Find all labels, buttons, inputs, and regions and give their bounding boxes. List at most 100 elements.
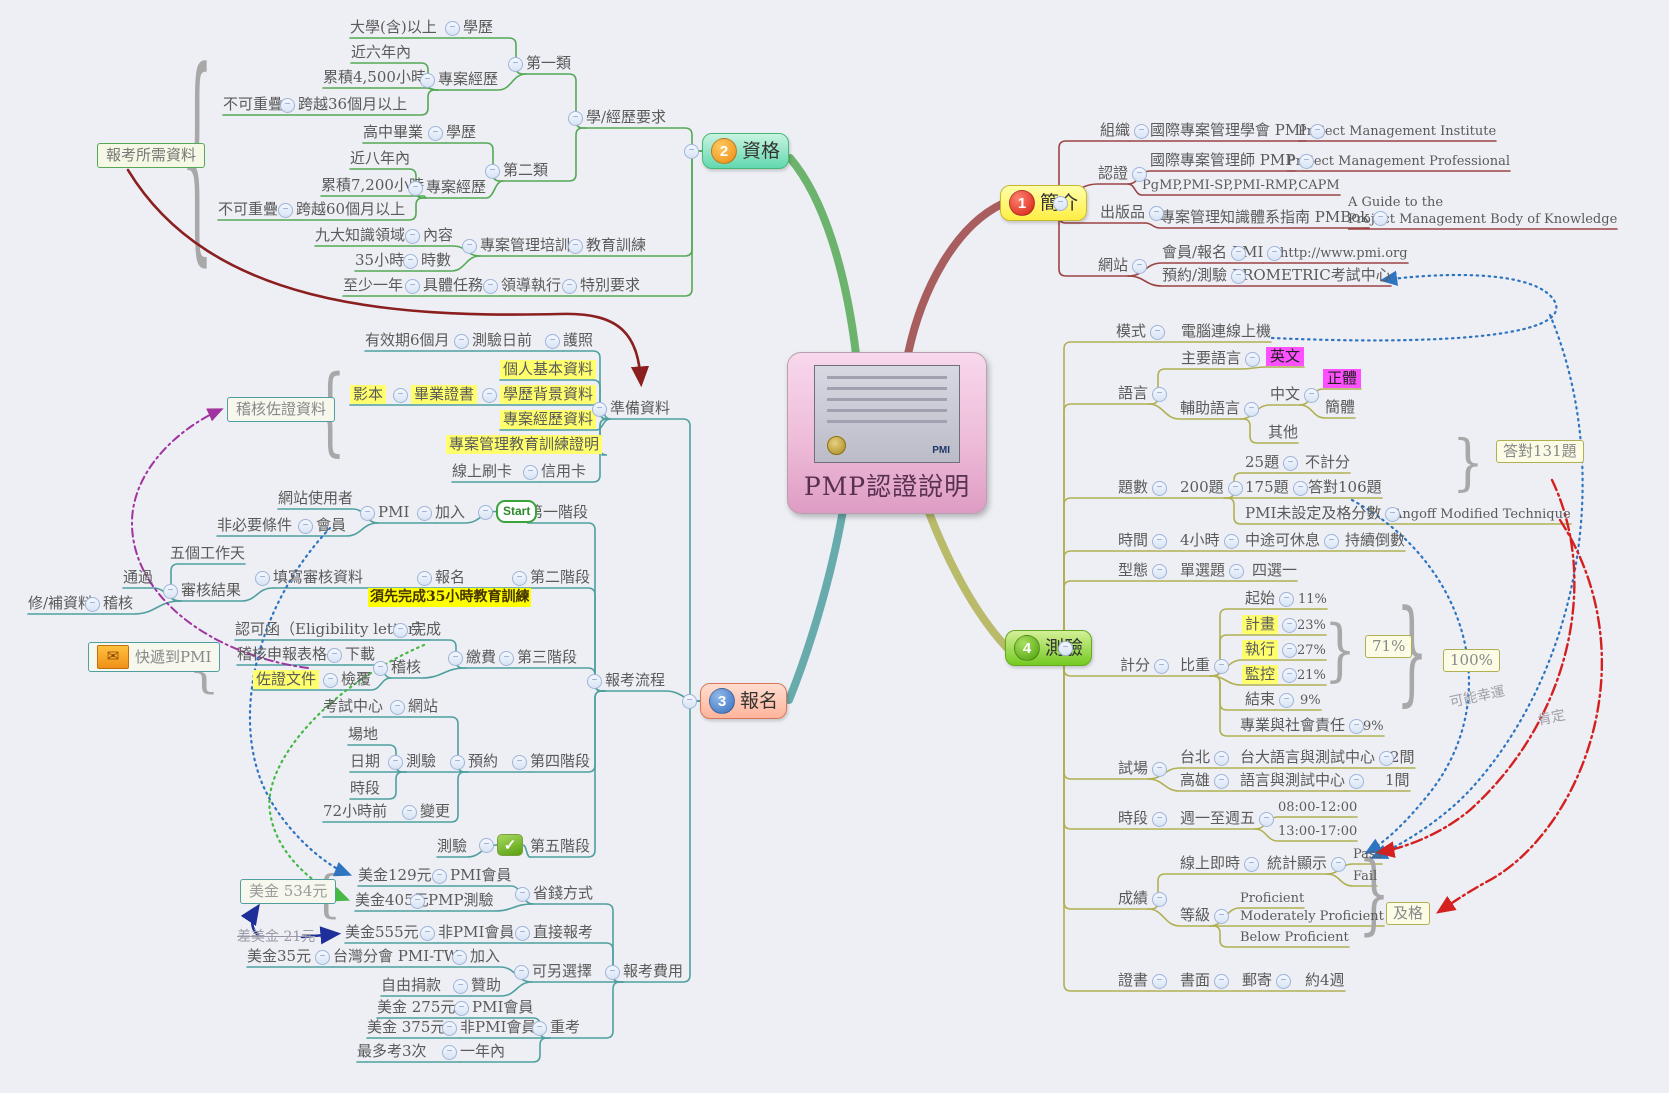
topic-weeks4[interactable]: 約4週 bbox=[1305, 971, 1345, 989]
topic-below-proficient[interactable]: Below Proficient bbox=[1240, 930, 1349, 945]
topic-change[interactable]: 變更 bbox=[420, 802, 451, 820]
topic-web-member[interactable]: 會員/報名 bbox=[1162, 243, 1228, 261]
collapse-button[interactable]: − bbox=[1149, 205, 1164, 221]
collapse-button[interactable]: − bbox=[545, 333, 560, 349]
collapse-button[interactable]: − bbox=[298, 518, 313, 534]
topic-scoring[interactable]: 計分 bbox=[1120, 656, 1151, 674]
topic-c2-60m[interactable]: 跨越60個月以上 bbox=[296, 200, 406, 218]
topic-stage4[interactable]: 第四階段 bbox=[530, 752, 591, 770]
collapse-button[interactable]: − bbox=[1282, 642, 1297, 658]
collapse-button[interactable]: − bbox=[1244, 401, 1259, 417]
topic-retake[interactable]: 重考 bbox=[550, 1018, 581, 1036]
topic-monitoring[interactable]: 監控 bbox=[1242, 665, 1279, 684]
collapse-button[interactable]: − bbox=[327, 647, 342, 663]
collapse-button[interactable]: − bbox=[684, 144, 699, 159]
topic-language[interactable]: 語言 bbox=[1118, 384, 1149, 402]
topic-c2-high[interactable]: 高中畢業 bbox=[363, 123, 424, 141]
collapse-button[interactable]: − bbox=[1379, 750, 1394, 766]
collapse-button[interactable]: − bbox=[1310, 123, 1325, 139]
collapse-button[interactable]: − bbox=[405, 228, 420, 244]
collapse-button[interactable]: − bbox=[1152, 533, 1167, 549]
collapse-button[interactable]: − bbox=[408, 180, 423, 196]
collapse-button[interactable]: − bbox=[512, 570, 527, 586]
collapse-button[interactable]: − bbox=[452, 949, 467, 965]
topic-audit-b[interactable]: 稽核 bbox=[391, 658, 422, 676]
topic-web-url[interactable]: http://www.pmi.org bbox=[1280, 246, 1408, 261]
collapse-button[interactable]: − bbox=[403, 253, 418, 269]
central-topic[interactable]: PMI PMP認證說明 bbox=[787, 352, 987, 514]
collapse-button[interactable]: − bbox=[278, 202, 293, 218]
topic-class1[interactable]: 第一類 bbox=[526, 54, 572, 72]
collapse-button[interactable]: − bbox=[255, 570, 270, 586]
topic-certificate[interactable]: 證書 bbox=[1118, 971, 1149, 989]
collapse-button[interactable]: − bbox=[568, 110, 583, 126]
collapse-button[interactable]: − bbox=[450, 754, 465, 770]
topic-cert-pmp-en[interactable]: Project Management Professional bbox=[1287, 154, 1510, 169]
topic-traditional[interactable]: 正體 bbox=[1323, 369, 1362, 388]
topic-hours-72[interactable]: 72小時前 bbox=[323, 802, 388, 820]
topic-evidence[interactable]: 佐證文件 bbox=[253, 670, 320, 689]
topic-ntu-center[interactable]: 台大語言與測試中心 bbox=[1240, 748, 1376, 766]
topic-booking[interactable]: 預約 bbox=[468, 752, 499, 770]
topic-valid-6m[interactable]: 有效期6個月 bbox=[365, 331, 450, 349]
topic-not-scored[interactable]: 不計分 bbox=[1305, 453, 1351, 471]
topic-member[interactable]: 會員 bbox=[316, 516, 347, 534]
topic-c1-36m[interactable]: 跨越36個月以上 bbox=[298, 95, 408, 113]
topic-c1-exp[interactable]: 專案經歷 bbox=[438, 70, 499, 88]
topic-w9b[interactable]: 9% bbox=[1363, 719, 1384, 734]
topic-stage2[interactable]: 第二階段 bbox=[530, 568, 591, 586]
topic-rooms2[interactable]: 2間 bbox=[1390, 748, 1415, 766]
topic-q200[interactable]: 200題 bbox=[1180, 478, 1224, 496]
collapse-button[interactable]: − bbox=[1214, 973, 1229, 989]
collapse-button[interactable]: − bbox=[1299, 153, 1314, 169]
topic-taipei[interactable]: 台北 bbox=[1180, 748, 1211, 766]
topic-audit-form[interactable]: 稽核申報表格 bbox=[237, 645, 328, 663]
topic-max3[interactable]: 最多考3次 bbox=[357, 1042, 427, 1060]
topic-no-pass-score[interactable]: PMI未設定及格分數 bbox=[1245, 504, 1382, 522]
collapse-button[interactable]: − bbox=[482, 387, 497, 403]
topic-mail[interactable]: 郵寄 bbox=[1242, 971, 1273, 989]
topic-donation[interactable]: 自由捐款 bbox=[381, 976, 442, 994]
collapse-button[interactable]: − bbox=[478, 504, 493, 520]
topic-weekdays[interactable]: 週一至週五 bbox=[1180, 809, 1256, 827]
topic-edu-bg[interactable]: 學歷背景資料 bbox=[500, 385, 597, 404]
collapse-button[interactable]: − bbox=[587, 673, 602, 689]
collapse-button[interactable]: − bbox=[1214, 750, 1229, 766]
topic-c1-4500[interactable]: 累積4,500小時 bbox=[323, 68, 426, 86]
topic-timeslot[interactable]: 時段 bbox=[350, 779, 381, 797]
topic-other-lang[interactable]: 其他 bbox=[1268, 423, 1299, 441]
topic-non-member-a[interactable]: 非PMI會員 bbox=[438, 923, 515, 941]
topic-closing[interactable]: 結束 bbox=[1245, 690, 1276, 708]
topic-website-b[interactable]: 網站 bbox=[408, 697, 439, 715]
collapse-button[interactable]: − bbox=[605, 964, 620, 980]
topic-express-pmi[interactable]: ✉快遞到PMI bbox=[88, 642, 221, 672]
topic-site-user[interactable]: 網站使用者 bbox=[278, 489, 354, 507]
topic-usd35[interactable]: 美金35元 bbox=[247, 947, 312, 965]
topic-fix-docs[interactable]: 修/補資料 bbox=[28, 594, 94, 612]
topic-simplified[interactable]: 簡體 bbox=[1325, 398, 1356, 416]
collapse-button[interactable]: − bbox=[442, 1044, 457, 1060]
topic-nine-domains[interactable]: 九大知識領域 bbox=[315, 226, 406, 244]
collapse-button[interactable]: − bbox=[410, 893, 425, 909]
collapse-button[interactable]: − bbox=[1150, 324, 1165, 340]
topic-leadership[interactable]: 領導執行 bbox=[501, 276, 562, 294]
topic-countdown[interactable]: 持續倒數 bbox=[1345, 531, 1406, 549]
collapse-button[interactable]: − bbox=[1228, 480, 1243, 496]
topic-aux-lang[interactable]: 輔助語言 bbox=[1180, 399, 1241, 417]
topic-score[interactable]: 成績 bbox=[1118, 889, 1149, 907]
topic-online-pay[interactable]: 線上刷卡 bbox=[452, 462, 513, 480]
topic-non-member-b[interactable]: 非PMI會員 bbox=[460, 1018, 537, 1036]
topic-c1-college[interactable]: 大學(含)以上 bbox=[350, 18, 437, 36]
collapse-button[interactable]: − bbox=[1152, 811, 1167, 827]
collapse-button[interactable]: − bbox=[508, 56, 523, 72]
collapse-button[interactable]: − bbox=[1053, 196, 1068, 211]
topic-pmitw[interactable]: 台灣分會 PMI-TW bbox=[333, 947, 460, 965]
topic-sponsor[interactable]: 贊助 bbox=[471, 976, 502, 994]
topic-diff21[interactable]: 差美金 21元 bbox=[237, 929, 316, 945]
topic-save-money[interactable]: 省錢方式 bbox=[533, 884, 594, 902]
collapse-button[interactable]: − bbox=[454, 1000, 469, 1016]
collapse-button[interactable]: − bbox=[1231, 245, 1246, 261]
topic-pmi-member-b[interactable]: PMI會員 bbox=[472, 998, 534, 1016]
collapse-button[interactable]: − bbox=[417, 505, 432, 521]
collapse-button[interactable]: − bbox=[163, 583, 178, 599]
